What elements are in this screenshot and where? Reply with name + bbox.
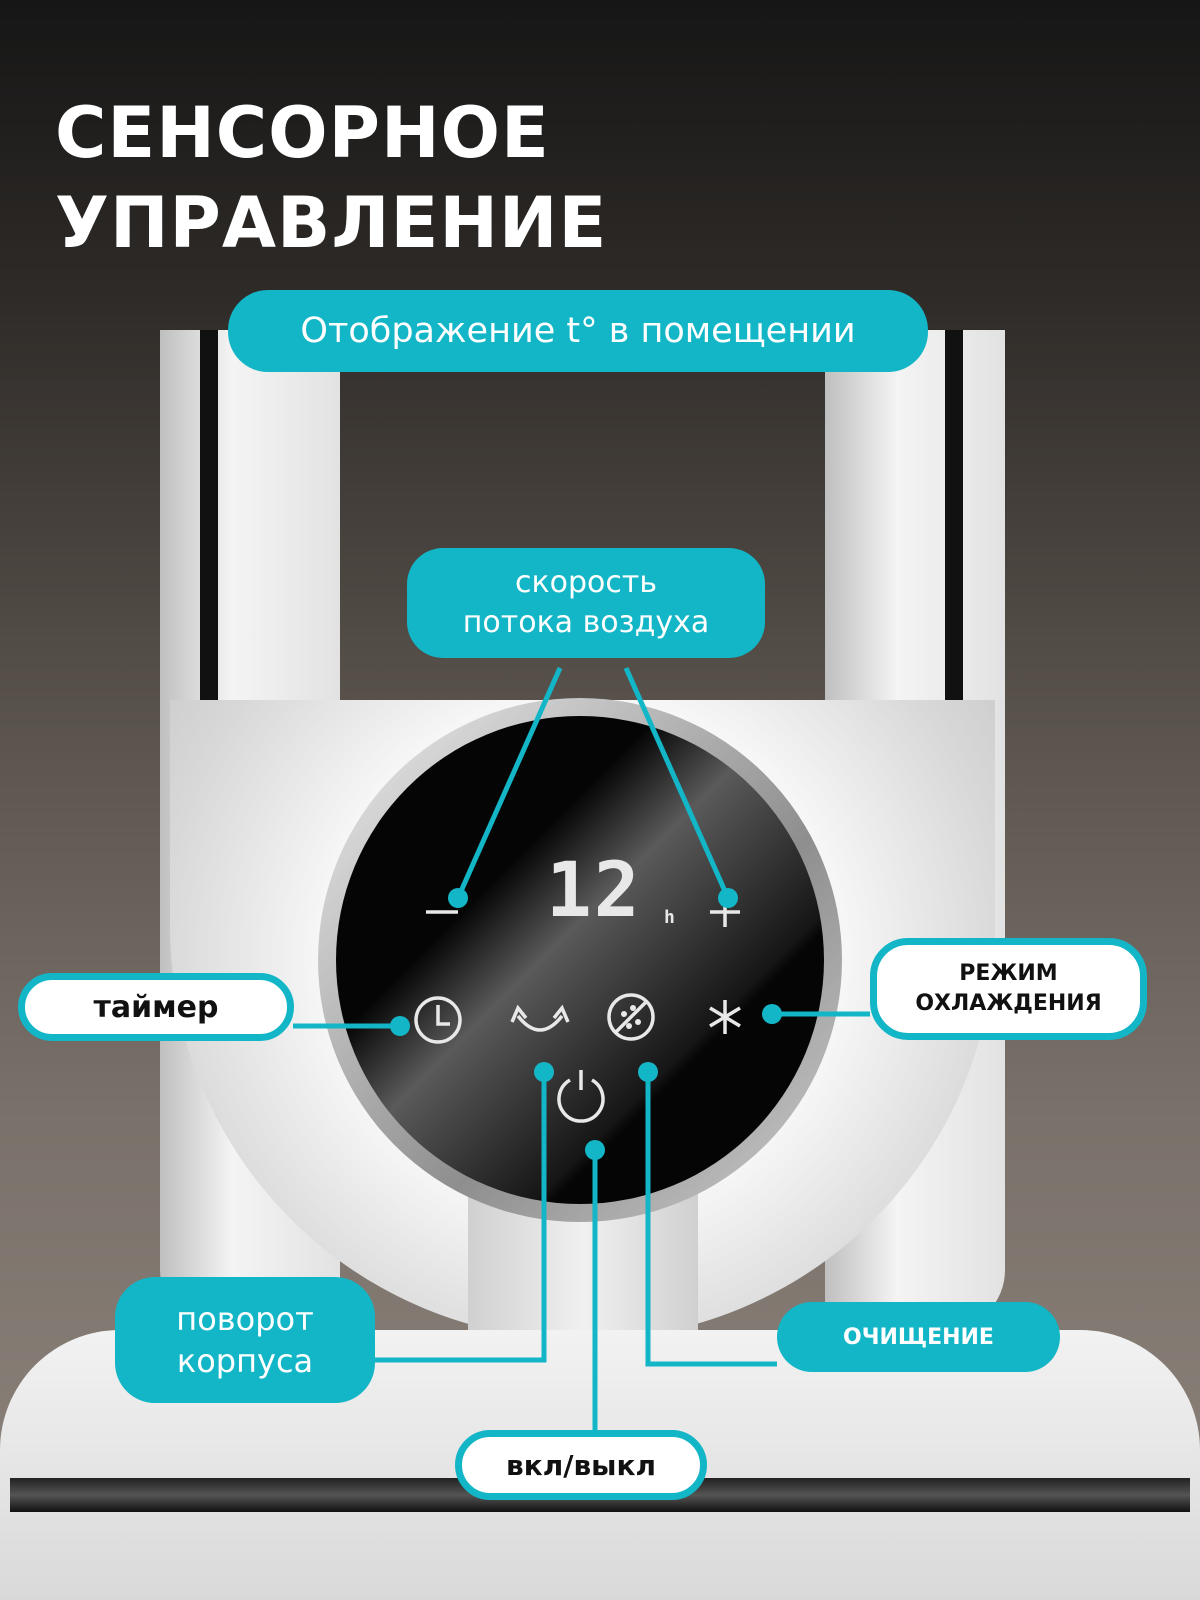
callout-label: РЕЖИМ <box>959 961 1058 986</box>
callout-airflow-speed: скорость потока воздуха <box>407 548 765 658</box>
timer-display-value: 12 <box>546 845 642 934</box>
callout-label: вкл/выкл <box>505 1448 656 1482</box>
callout-label: корпуса <box>176 1342 314 1380</box>
snowflake-icon <box>709 1000 741 1034</box>
rotate-icon <box>510 1004 570 1032</box>
callout-label: таймер <box>93 989 219 1025</box>
callout-cooling-mode: РЕЖИМ ОХЛАЖДЕНИЯ <box>870 938 1147 1040</box>
callout-power: вкл/выкл <box>455 1430 707 1500</box>
callout-label: ОЧИЩЕНИЕ <box>843 1324 994 1350</box>
power-icon <box>557 1070 605 1123</box>
clock-icon <box>414 996 462 1044</box>
callout-purification: ОЧИЩЕНИЕ <box>777 1302 1060 1372</box>
callout-label: скорость <box>514 565 658 600</box>
callout-timer: таймер <box>18 973 294 1041</box>
callout-label: Отображение t° в помещении <box>300 311 856 351</box>
callout-label: ОХЛАЖДЕНИЯ <box>915 991 1102 1016</box>
callout-label: поворот <box>176 1300 314 1338</box>
page-title: СЕНСОРНОЕ УПРАВЛЕНИЕ <box>55 88 607 268</box>
title-line-1: СЕНСОРНОЕ <box>55 92 550 174</box>
timer-display-unit: h <box>664 907 675 928</box>
leader-lines <box>293 666 870 1430</box>
callout-temperature-display: Отображение t° в помещении <box>228 290 928 372</box>
purify-icon <box>607 993 655 1041</box>
callout-label: потока воздуха <box>462 605 710 640</box>
callout-rotation: поворот корпуса <box>115 1277 375 1403</box>
title-line-2: УПРАВЛЕНИЕ <box>55 182 608 264</box>
